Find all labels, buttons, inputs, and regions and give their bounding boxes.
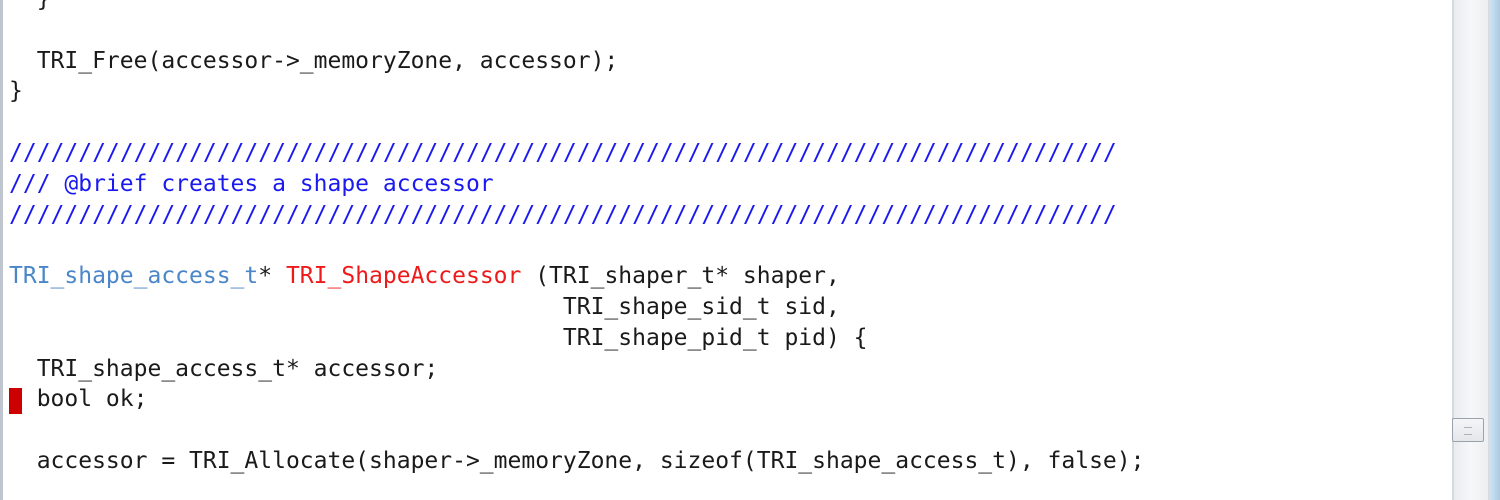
code-line[interactable]: TRI_Free(accessor->_memoryZone, accessor…	[9, 46, 1449, 77]
code-line[interactable]: bool ok;	[9, 384, 1449, 415]
code-line[interactable]	[9, 230, 1449, 261]
scrollbar-grip-icon	[1464, 427, 1472, 435]
window-right-frame	[1490, 0, 1500, 500]
code-token-type: TRI_shape_access_t	[9, 263, 259, 290]
code-line[interactable]	[9, 15, 1449, 46]
code-line[interactable]: }	[9, 0, 1449, 15]
editor-left-border	[0, 0, 3, 500]
code-line[interactable]: TRI_shape_access_t* accessor;	[9, 354, 1449, 385]
code-token-comment: /// @brief creates a shape accessor	[9, 170, 494, 197]
code-token-comment: ////////////////////////////////////////…	[9, 201, 1117, 228]
code-line[interactable]: TRI_shape_pid_t pid) {	[9, 323, 1449, 354]
scrollbar-track-edge-left	[1452, 0, 1454, 500]
code-token-fname: TRI_ShapeAccessor	[285, 263, 522, 290]
code-token-comment: ////////////////////////////////////////…	[9, 139, 1117, 166]
code-token-plain: accessor = TRI_Allocate(shaper->_memoryZ…	[9, 447, 1145, 474]
code-line[interactable]: /// @brief creates a shape accessor	[9, 169, 1449, 200]
code-token-plain: TRI_shape_access_t* accessor;	[9, 355, 439, 382]
code-line[interactable]: accessor = TRI_Allocate(shaper->_memoryZ…	[9, 446, 1449, 477]
code-token-plain: TRI_Free(accessor->_memoryZone, accessor…	[9, 47, 619, 74]
code-line[interactable]	[9, 107, 1449, 138]
code-token-plain: TRI_shape_sid_t sid,	[9, 293, 840, 320]
code-area[interactable]: } TRI_Free(accessor->_memoryZone, access…	[9, 0, 1449, 500]
code-line[interactable]	[9, 415, 1449, 446]
code-token-plain: (TRI_shaper_t* shaper,	[521, 263, 840, 290]
code-line[interactable]: ////////////////////////////////////////…	[9, 200, 1449, 231]
code-line[interactable]: ////////////////////////////////////////…	[9, 138, 1449, 169]
code-token-plain: bool ok;	[9, 386, 148, 413]
code-token-plain: *	[258, 263, 286, 290]
code-line[interactable]: TRI_shape_sid_t sid,	[9, 292, 1449, 323]
code-token-plain: }	[9, 0, 51, 12]
code-line[interactable]: TRI_shape_access_t* TRI_ShapeAccessor (T…	[9, 261, 1449, 292]
scrollbar-thumb[interactable]	[1452, 418, 1484, 442]
code-line[interactable]: }	[9, 76, 1449, 107]
scrollbar-track-edge-right	[1488, 0, 1490, 500]
code-token-plain: TRI_shape_pid_t pid) {	[9, 324, 868, 351]
code-token-plain: }	[9, 78, 23, 105]
breakpoint-marker-icon[interactable]	[9, 388, 22, 415]
